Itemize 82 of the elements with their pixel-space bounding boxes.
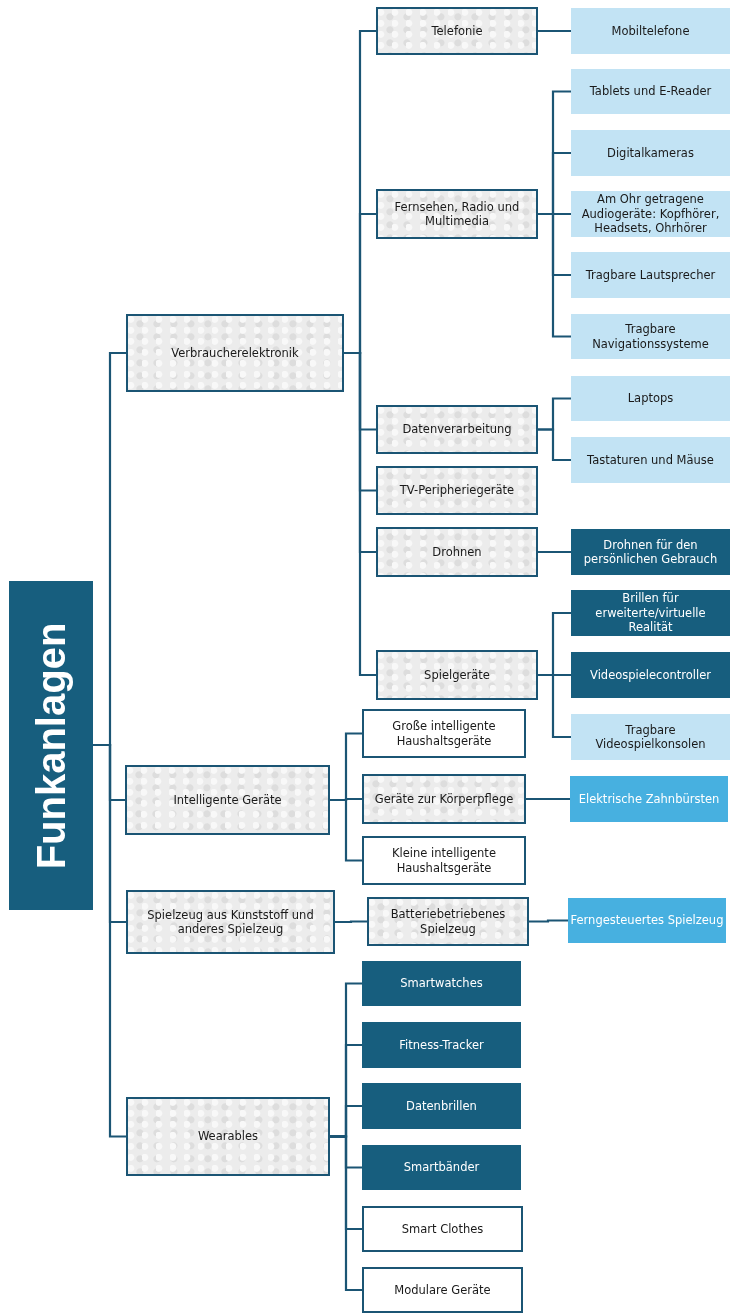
category-box xyxy=(376,466,538,515)
node-label: Batteriebetriebenes Spielzeug xyxy=(389,907,507,936)
connector-line xyxy=(335,920,367,924)
category-box xyxy=(362,1206,523,1252)
device-box xyxy=(571,314,730,359)
node-label: Smartwatches xyxy=(399,976,484,991)
category-box xyxy=(376,189,538,239)
device-box xyxy=(571,437,730,483)
device-box xyxy=(571,252,730,298)
node-label: Fernsehen, Radio und Multimedia xyxy=(393,199,521,229)
category-box xyxy=(126,1097,330,1176)
node-label: Spielgeräte xyxy=(423,667,491,683)
node-label: TV-Peripheriegeräte xyxy=(398,483,516,498)
title-box xyxy=(9,581,93,910)
device-box xyxy=(571,590,730,636)
node-label: Drohnen für den persönlichen Gebrauch xyxy=(582,537,719,567)
connector-line xyxy=(538,29,571,33)
node-label: Kleine intelligente Haushaltsgeräte xyxy=(391,846,497,875)
node-label: Tragbare Videospielkonsolen xyxy=(594,722,707,752)
connector-line xyxy=(538,673,571,739)
connector-line xyxy=(538,550,571,554)
node-label: Drohnen xyxy=(431,544,483,560)
connector-line xyxy=(529,919,568,923)
device-box xyxy=(362,961,521,1006)
node-label: Brillen für erweiterte/virtuelle Realität xyxy=(594,591,707,635)
node-label: Telefonie xyxy=(430,23,484,39)
category-box xyxy=(126,314,344,392)
node-label: Modulare Geräte xyxy=(393,1282,492,1298)
node-label: Videospielecontroller xyxy=(589,667,712,683)
category-box xyxy=(362,709,526,758)
device-box xyxy=(570,776,728,822)
node-label: Smartbänder xyxy=(402,1160,481,1175)
node-label: Intelligente Geräte xyxy=(172,792,283,808)
node-label: Digitalkameras xyxy=(606,145,695,161)
node-label: Wearables xyxy=(196,1129,260,1144)
node-label: Laptops xyxy=(626,391,675,406)
device-box xyxy=(571,191,730,237)
device-box xyxy=(571,714,730,760)
category-box xyxy=(376,527,538,577)
node-label: Große intelligente Haushaltsgeräte xyxy=(391,719,497,748)
category-box xyxy=(362,1267,523,1313)
category-box xyxy=(126,890,335,954)
category-box xyxy=(362,836,526,885)
connector-line xyxy=(93,743,126,1138)
category-box xyxy=(125,765,330,835)
device-box xyxy=(362,1145,521,1190)
device-box xyxy=(362,1022,521,1068)
category-box xyxy=(376,405,538,454)
node-label: Tragbare Lautsprecher xyxy=(584,267,717,283)
node-label: Fitness-Tracker xyxy=(398,1037,485,1053)
device-box xyxy=(571,8,730,54)
node-label: Tablets und E-Reader xyxy=(588,84,713,99)
node-label: Geräte zur Körperpflege xyxy=(373,791,515,807)
device-box xyxy=(571,130,730,176)
title-text: Funkanlagen xyxy=(28,621,74,871)
node-label: Am Ohr getragene Audiogeräte: Kopfhörer, Headsets, Ohrhörer xyxy=(580,192,721,236)
connector-line xyxy=(538,428,571,462)
node-label: Mobiltelefone xyxy=(610,23,691,39)
connector-line xyxy=(330,1135,362,1292)
category-box xyxy=(362,774,526,824)
node-label: Datenbrillen xyxy=(405,1098,478,1114)
category-box xyxy=(376,7,538,55)
device-box xyxy=(571,376,730,421)
device-box xyxy=(362,1083,521,1129)
device-box xyxy=(571,69,730,114)
connector-line xyxy=(344,351,376,677)
node-label: Verbraucherelektronik xyxy=(170,345,300,361)
node-label: Spielzeug aus Kunststoff und anderes Spielzeug xyxy=(146,907,315,937)
node-label: Smart Clothes xyxy=(400,1221,485,1237)
connector-line xyxy=(526,797,570,801)
connector-line xyxy=(330,798,362,862)
connector-line xyxy=(538,212,571,338)
category-box xyxy=(367,897,529,946)
device-box xyxy=(571,652,730,698)
node-label: Elektrische Zahnbürsten xyxy=(577,791,721,807)
category-box xyxy=(376,650,538,700)
node-label: Tragbare Navigationssysteme xyxy=(591,322,710,351)
device-box xyxy=(571,529,730,575)
node-label: Tastaturen und Mäuse xyxy=(586,452,715,468)
node-label: Datenverarbeitung xyxy=(401,422,513,437)
device-box xyxy=(568,898,726,943)
node-label: Ferngesteuertes Spielzeug xyxy=(569,913,725,928)
